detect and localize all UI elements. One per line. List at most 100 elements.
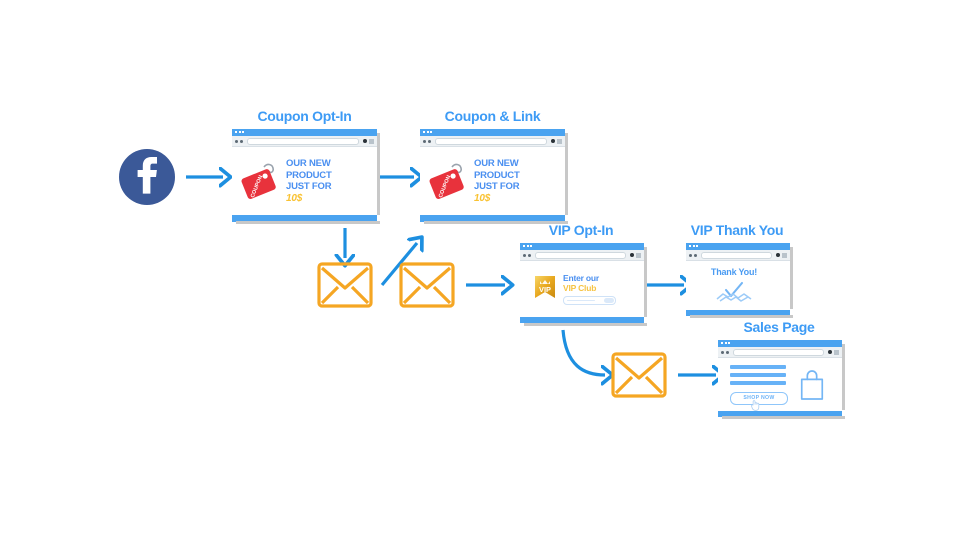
vip-thankyou-window[interactable]: Thank You!	[686, 243, 793, 318]
window-dots	[721, 342, 730, 344]
window-viewport: COUPON OUR NEW PRODUCT JUST FOR 10$	[232, 147, 377, 215]
thankyou-message: Thank You!	[710, 266, 758, 277]
window-shadow-right	[565, 133, 568, 215]
window-dots	[423, 131, 432, 133]
address-bar[interactable]	[434, 137, 547, 145]
vip-badge-icon: VIP	[532, 274, 558, 304]
coupon-link-window[interactable]: COUPON OUR NEW PRODUCT JUST FOR 10$	[420, 129, 568, 224]
nav-buttons-icon[interactable]	[721, 350, 729, 354]
gear-icon[interactable]	[828, 350, 832, 354]
window-viewport: SHOP NOW	[718, 358, 842, 411]
address-bar[interactable]	[700, 251, 772, 259]
vip-submit-button[interactable]	[604, 298, 614, 303]
nav-buttons-icon[interactable]	[689, 253, 697, 257]
headline-line-1: OUR NEW	[286, 158, 331, 169]
handshake-check-icon	[716, 281, 752, 302]
window-chrome	[420, 129, 565, 147]
window-shadow-bottom	[236, 221, 380, 224]
coupon-price: 10$	[474, 192, 491, 204]
sales-text-line-1	[730, 364, 786, 369]
coupon-tag-icon: COUPON	[428, 159, 468, 203]
window-shadow-bottom	[424, 221, 568, 224]
window-footer-bar	[686, 310, 790, 316]
window-footer-bar	[520, 317, 644, 323]
menu-icon[interactable]	[557, 138, 562, 144]
window-dots	[689, 245, 698, 247]
gear-icon[interactable]	[630, 253, 634, 257]
coupon-link-title: Coupon & Link	[444, 108, 541, 124]
gear-icon[interactable]	[363, 139, 367, 143]
window-titlebar	[420, 129, 565, 136]
vip-thankyou-title: VIP Thank You	[690, 222, 784, 238]
window-chrome	[232, 129, 377, 147]
gear-icon[interactable]	[551, 139, 555, 143]
headline-line-2: PRODUCT	[286, 169, 332, 181]
window-shadow-right	[790, 247, 793, 309]
menu-icon[interactable]	[369, 138, 374, 144]
vip-signup-form[interactable]	[563, 296, 616, 305]
window-titlebar	[520, 243, 644, 250]
window-footer-bar	[718, 411, 842, 417]
window-viewport: VIP Enter our VIP Club	[520, 261, 644, 317]
email-3-icon	[611, 352, 667, 398]
window-dots	[523, 245, 532, 247]
window-toolbar	[420, 136, 565, 147]
window-viewport: Thank You!	[686, 261, 790, 310]
vip-cta-text: Enter our VIP Club	[563, 273, 616, 293]
window-titlebar	[686, 243, 790, 250]
email-2-icon	[399, 262, 455, 308]
window-viewport: COUPON OUR NEW PRODUCT JUST FOR 10$	[420, 147, 565, 215]
address-bar[interactable]	[534, 251, 626, 259]
gear-icon[interactable]	[776, 253, 780, 257]
window-chrome	[520, 243, 644, 261]
window-titlebar	[232, 129, 377, 136]
headline-line-3: JUST FOR	[474, 181, 520, 192]
window-shadow-right	[644, 247, 647, 317]
coupon-headline: OUR NEW PRODUCT JUST FOR 10$	[286, 158, 332, 204]
window-shadow-right	[377, 133, 380, 215]
connector-vip-optin-to-email-3	[561, 329, 605, 375]
window-shadow-bottom	[524, 323, 647, 326]
vip-optin-window[interactable]: VIP Enter our VIP Club	[520, 243, 647, 326]
sales-page-window[interactable]: SHOP NOW	[718, 340, 845, 419]
connector-email-1-to-coupon-link	[380, 243, 417, 287]
nav-buttons-icon[interactable]	[523, 253, 531, 257]
window-toolbar	[686, 250, 790, 261]
address-bar[interactable]	[732, 348, 824, 356]
nav-buttons-icon[interactable]	[235, 139, 243, 143]
vip-optin-title: VIP Opt-In	[548, 222, 614, 238]
vip-email-input[interactable]	[567, 299, 595, 302]
menu-icon[interactable]	[636, 252, 641, 258]
headline-line-3: JUST FOR	[286, 181, 332, 192]
hand-cursor-icon	[751, 399, 760, 411]
coupon-price: 10$	[286, 192, 303, 204]
coupon-headline: OUR NEW PRODUCT JUST FOR 10$	[474, 158, 520, 204]
facebook-logo	[119, 149, 175, 205]
sales-page-title: Sales Page	[743, 319, 815, 335]
svg-text:VIP: VIP	[539, 285, 551, 294]
window-footer-bar	[420, 215, 565, 222]
window-titlebar	[718, 340, 842, 347]
window-toolbar	[520, 250, 644, 261]
coupon-tag-icon: COUPON	[240, 159, 280, 203]
email-1-icon	[317, 262, 373, 308]
nav-buttons-icon[interactable]	[423, 139, 431, 143]
window-chrome	[686, 243, 790, 261]
sales-text-line-2	[730, 372, 786, 377]
shopping-bag-icon	[800, 369, 824, 400]
headline-line-1: OUR NEW	[474, 158, 519, 169]
menu-icon[interactable]	[782, 252, 787, 258]
sales-text-line-3	[730, 380, 786, 385]
window-toolbar	[718, 347, 842, 358]
headline-line-2: PRODUCT	[474, 169, 520, 181]
address-bar[interactable]	[246, 137, 359, 145]
vip-cta-line-1: Enter our	[563, 273, 599, 283]
window-dots	[235, 131, 244, 133]
window-shadow-bottom	[690, 315, 793, 318]
coupon-optin-title: Coupon Opt-In	[257, 108, 352, 124]
window-toolbar	[232, 136, 377, 147]
coupon-optin-window[interactable]: COUPON OUR NEW PRODUCT JUST FOR 10$	[232, 129, 380, 224]
menu-icon[interactable]	[834, 349, 839, 355]
